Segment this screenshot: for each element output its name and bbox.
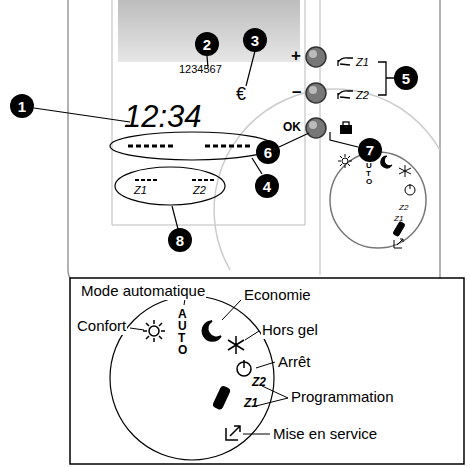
mode-label: Programmation (290, 389, 395, 406)
dial-zone: Z2 (252, 376, 266, 389)
mode-label: Mise en service (272, 426, 378, 443)
dial-auto: AUTO (366, 154, 370, 186)
zone-label: Z2 (356, 89, 369, 101)
dial-zone: Z1 (394, 215, 403, 224)
button-label: + (291, 47, 301, 66)
callout-number: 5 (394, 66, 418, 90)
callout-number: 8 (168, 228, 192, 252)
dial-zone: Z2 (399, 204, 408, 213)
callout-number: 6 (256, 140, 280, 164)
button-label: – (292, 83, 301, 102)
callout-number: 1 (10, 94, 34, 118)
callout-text: 4 (263, 178, 271, 195)
callout-text: 1 (18, 98, 26, 115)
callout-text: 6 (264, 144, 272, 161)
callout-number: 2 (195, 32, 219, 56)
dial-zone: Z1 (244, 397, 258, 410)
callout-number: 3 (243, 28, 267, 52)
callout-text: 2 (203, 36, 211, 53)
callout-text: 5 (402, 70, 410, 87)
dial-auto: AUTO (178, 308, 185, 356)
zone-label: Z1 (134, 184, 147, 196)
euro-sign: € (236, 85, 246, 105)
callout-text: 3 (251, 32, 259, 49)
callout-text: 8 (176, 232, 184, 249)
zone-label: Z2 (193, 184, 206, 196)
zone-label: Z1 (356, 56, 369, 68)
mode-label: Confort (76, 318, 127, 335)
day-digits: 1234567 (179, 63, 222, 75)
lcd-time: 12:34 (124, 100, 202, 134)
mode-label: Hors gel (261, 322, 319, 339)
mode-label: Economie (243, 287, 312, 304)
callout-number: 4 (255, 174, 279, 198)
mode-label: Arrêt (277, 354, 312, 371)
mode-label: Mode automatique (80, 283, 206, 300)
button-label: OK (283, 121, 301, 134)
